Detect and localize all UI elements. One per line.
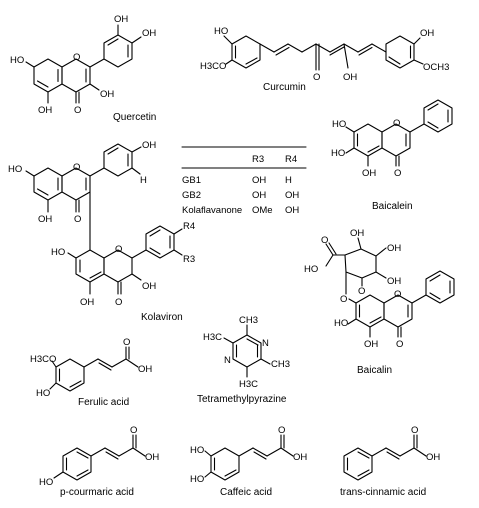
quercetin-structure [25,24,142,104]
quercetin-atom-oh-7: HO [10,55,24,66]
table-header-r4: R4 [285,154,297,165]
kolaviron-structure [25,143,183,295]
caffeic-acid-atom-oh: OH [293,452,307,463]
tetramethylpyrazine-name: Tetramethylpyrazine [197,394,287,405]
kolaviron-atom-h-3p: H [140,175,147,186]
kolaviron-atom-o-ring-top: O [73,162,80,173]
baicalein-atom-o-ring: O [393,118,400,129]
baicalin-atom-oh-a: OH [350,228,364,239]
baicalin-atom-oh-c: OH [387,276,401,287]
baicalein-name: Baicalein [372,201,413,212]
quercetin-atom-oh-3p: OH [114,14,128,25]
kolaviron-atom-oh-5b: OH [80,297,94,308]
caffeic-acid-name: Caffeic acid [220,487,272,498]
quercetin-name: Quercetin [113,112,156,123]
tetramethylpyrazine-atom-ch3-tr: CH3 [239,315,258,326]
curcumin-name: Curcumin [263,82,306,93]
tetramethylpyrazine-atom-n-right: N [262,338,269,349]
caffeic-acid-atom-o-keto: O [278,425,285,436]
baicalin-atom-ho-6: HO [334,318,348,329]
table-header-r3: R3 [252,154,264,165]
baicalin-atom-oh-5: OH [364,339,378,350]
ferulic-acid-atom-oh: OH [138,364,152,375]
trans-cinnamic-acid-atom-oh: OH [426,452,440,463]
ferulic-acid-name: Ferulic acid [78,397,129,408]
baicalein-atom-oh-7: HO [332,119,346,130]
ferulic-acid-atom-och3: H3CO [30,354,56,365]
kolaviron-atom-oh-4p: OH [142,140,156,151]
baicalein-atom-oh-5: OH [362,168,376,179]
p-coumaric-acid-atom-ho: HO [39,477,53,488]
trans-cinnamic-acid-structure [343,434,427,481]
tetramethylpyrazine-atom-ch3-tl: H3C [203,332,222,343]
tetramethylpyrazine-structure [223,324,271,378]
trans-cinnamic-acid-atom-o-keto: O [411,425,418,436]
baicalin-atom-o-keto: O [396,339,403,350]
curcumin-atom-o-keto: O [313,72,320,83]
quercetin-atom-oh-3: OH [100,89,114,100]
baicalin-atom-o-ring: O [394,289,401,300]
curcumin-atom-oh-left: HO [214,26,228,37]
table-cell-gb1-r3: OH [252,175,266,186]
baicalin-atom-o-acid: O [321,235,328,246]
ferulic-acid-structure [49,346,139,392]
p-coumaric-acid-name: p-courmaric acid [60,487,134,498]
ferulic-acid-atom-o-keto: O [123,337,130,348]
table-cell-kolaflavanone-r3: OMe [252,205,273,216]
p-coumaric-acid-atom-o-keto: O [130,425,137,436]
kolaviron-atom-o-keto-top: O [74,214,81,225]
baicalein-atom-oh-6: HO [331,148,345,159]
caffeic-acid-atom-ho-bottom: HO [190,474,204,485]
kolaviron-atom-o-ring-bottom: O [115,244,122,255]
tetramethylpyrazine-atom-ch3-bl: H3C [239,379,258,390]
table-cell-gb2-name: GB2 [182,190,201,201]
table-cell-kolaflavanone-r4: OH [285,205,299,216]
kolaviron-atom-oh-7: HO [8,164,22,175]
p-coumaric-acid-atom-oh: OH [145,452,159,463]
table-cell-gb1-r4: H [285,175,292,186]
table-cell-gb2-r3: OH [252,190,266,201]
curcumin-atom-och3-right: OCH3 [423,62,449,73]
caffeic-acid-atom-ho-top: HO [190,445,204,456]
kolaviron-atom-r3: R3 [183,254,195,265]
ferulic-acid-atom-ho: HO [36,388,50,399]
baicalin-structure [325,237,455,338]
kolaviron-atom-oh-3b: OH [142,281,156,292]
curcumin-atom-oh-enol: OH [343,72,357,83]
curcumin-atom-oh-right: OH [420,28,434,39]
baicalin-name: Baicalin [357,365,392,376]
substituent-table [181,146,307,169]
trans-cinnamic-acid-name: trans-cinnamic acid [340,487,426,498]
baicalin-atom-o-ring-sugar: O [358,286,365,297]
kolaviron-atom-oh-5: OH [38,214,52,225]
curcumin-atom-och3-left: H3CO [200,61,226,72]
kolaviron-atom-r4: R4 [183,221,195,232]
caffeic-acid-structure [204,434,294,481]
table-cell-kolaflavanone-name: Kolaflavanone [182,205,242,216]
p-coumaric-acid-structure [53,434,146,481]
tetramethylpyrazine-atom-n-left: N [224,355,231,366]
baicalin-atom-ho-acid: HO [304,264,318,275]
kolaviron-atom-o-keto-bottom: O [115,297,122,308]
table-cell-gb2-r4: OH [285,190,299,201]
quercetin-atom-o-ring: O [73,52,80,63]
baicalin-atom-o-link: O [340,294,347,305]
baicalin-atom-oh-b: OH [387,243,401,254]
quercetin-atom-oh-4p: OH [142,28,156,39]
tetramethylpyrazine-atom-ch3-br: CH3 [271,359,290,370]
quercetin-atom-oh-5: OH [38,105,52,116]
table-cell-gb1-name: GB1 [182,175,201,186]
curcumin-structure [223,35,424,71]
quercetin-atom-o-keto: O [74,105,81,116]
baicalein-structure [345,99,453,167]
baicalein-atom-o-keto: O [394,168,401,179]
kolaviron-name: Kolaviron [141,312,183,323]
kolaviron-atom-oh-7b: HO [51,247,65,258]
